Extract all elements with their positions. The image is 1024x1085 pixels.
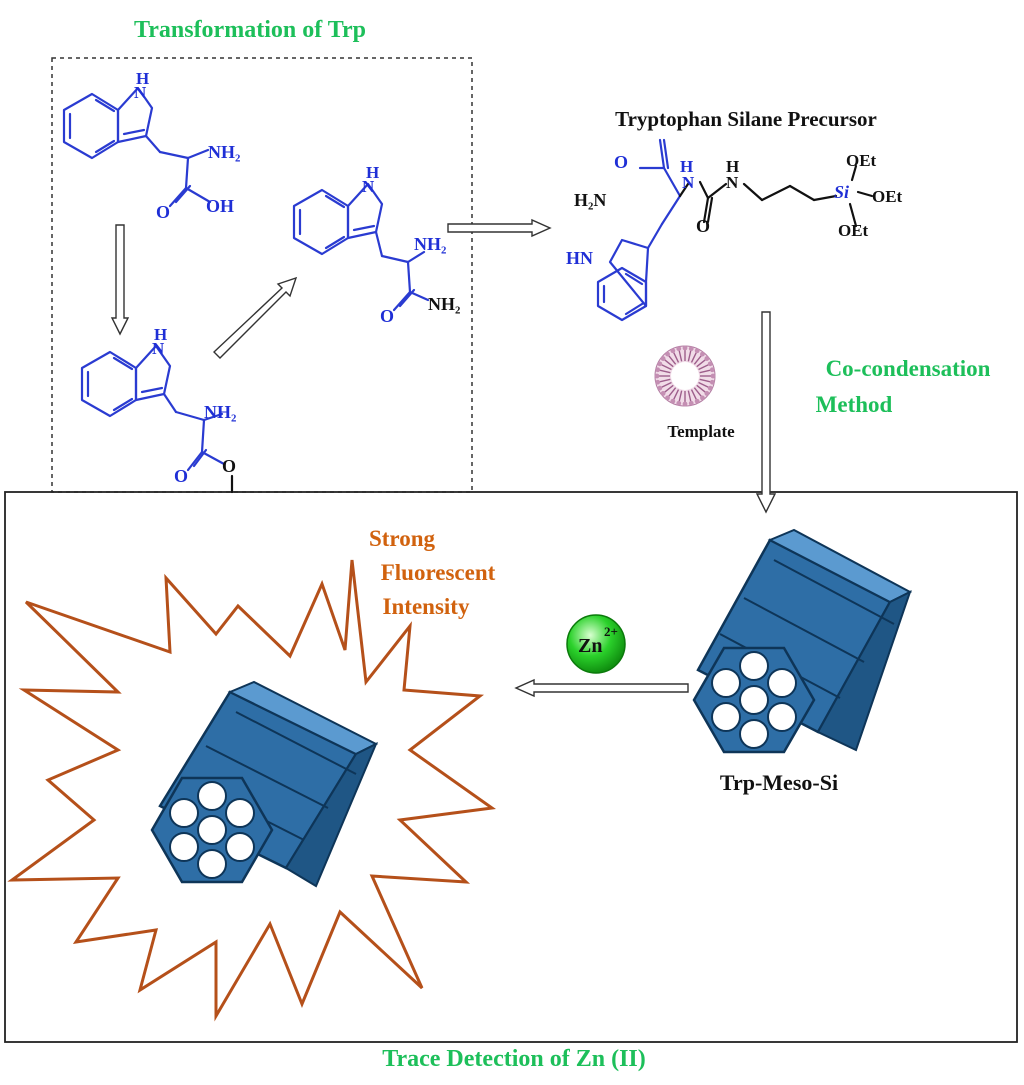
method-label-line1: Co-condensation <box>826 356 991 381</box>
svg-text:NH₂: NH₂ <box>428 294 460 314</box>
tryptophan-ester-structure: H N NH₂ O O <box>80 325 236 494</box>
svg-text:H: H <box>726 157 739 176</box>
title-transformation: Transformation of Trp <box>134 17 366 43</box>
precursor-title: Tryptophan Silane Precursor <box>615 107 877 131</box>
svg-text:H₂N: H₂N <box>574 190 606 210</box>
svg-text:O: O <box>156 202 170 222</box>
svg-text:N: N <box>152 339 165 358</box>
tryptophan-amide-structure: H N NH₂ O NH₂ <box>292 163 460 326</box>
fluorescence-label-line3: Intensity <box>383 594 470 619</box>
arrow-acid-to-ester <box>110 224 130 336</box>
svg-text:Si: Si <box>834 182 849 202</box>
fluorescence-label-line2: Fluorescent <box>381 560 496 585</box>
svg-text:OEt: OEt <box>872 187 903 206</box>
product-label: Trp-Meso-Si <box>720 770 838 795</box>
tryptophan-acid-structure: H N NH₂ O OH <box>62 69 240 222</box>
template-micelle-icon <box>654 345 716 407</box>
svg-text:O: O <box>696 216 710 236</box>
svg-text:NH₂: NH₂ <box>414 234 446 254</box>
svg-text:H: H <box>136 69 149 88</box>
svg-text:N: N <box>362 177 375 196</box>
svg-text:O: O <box>174 466 188 486</box>
svg-text:OEt: OEt <box>846 151 877 170</box>
svg-text:N: N <box>682 173 695 192</box>
template-label: Template <box>667 422 735 441</box>
arrow-precursor-to-product <box>755 311 777 514</box>
svg-text:N: N <box>134 83 147 102</box>
svg-text:Zn: Zn <box>578 635 602 657</box>
precursor-structure: O H N O H N Si OEt OEt OEt H₂N HN <box>566 138 903 322</box>
svg-text:NH₂: NH₂ <box>204 402 236 422</box>
svg-text:NH₂: NH₂ <box>208 142 240 162</box>
svg-text:HN: HN <box>566 248 593 268</box>
meso-silica-fluorescent-icon <box>150 680 379 888</box>
title-trace-detection: Trace Detection of Zn (II) <box>382 1046 645 1072</box>
svg-text:2+: 2+ <box>604 624 618 639</box>
meso-silica-product-icon <box>692 528 913 754</box>
svg-text:O: O <box>614 152 628 172</box>
svg-text:O: O <box>380 306 394 326</box>
method-label-line2: Method <box>816 392 893 417</box>
svg-text:H: H <box>680 157 693 176</box>
svg-text:H: H <box>154 325 167 344</box>
zinc-ion-icon: Zn 2+ <box>566 614 626 674</box>
svg-text:N: N <box>726 173 739 192</box>
svg-text:O: O <box>222 456 236 476</box>
svg-text:OH: OH <box>206 196 234 216</box>
arrow-product-to-burst <box>514 678 689 698</box>
arrow-ester-to-amide <box>212 276 298 359</box>
arrow-amide-to-precursor <box>447 218 552 238</box>
svg-text:OEt: OEt <box>838 221 869 240</box>
svg-text:H: H <box>366 163 379 182</box>
detection-box <box>4 491 1018 1043</box>
fluorescence-label-line1: Strong <box>369 526 436 551</box>
